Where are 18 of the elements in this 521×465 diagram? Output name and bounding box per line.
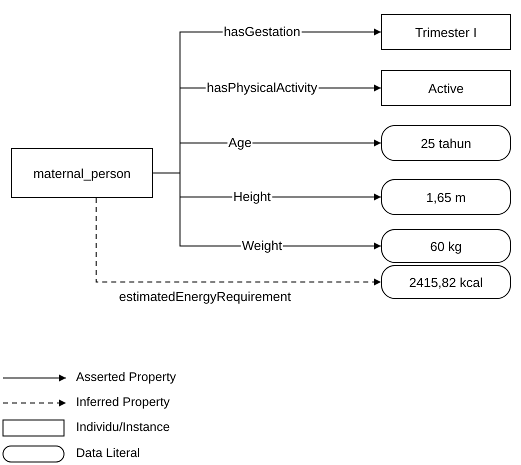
arrow [96,198,382,286]
edge-label: Age [227,136,253,150]
edge-label: Height [232,190,272,204]
legend-label: Inferred Property [76,395,170,409]
instance-box: Trimester I [381,14,511,50]
instance-box: Active [381,70,511,106]
literal-box: 2415,82 kcal [381,265,511,299]
legend-label: Individu/Instance [76,420,170,434]
literal-box: 25 tahun [381,125,511,161]
edge-label: hasPhysicalActivity [206,81,318,95]
edge-label: hasGestation [222,25,302,39]
literal-box: 60 kg [381,229,511,263]
legend-label: Asserted Property [76,370,176,384]
edge-label: estimatedEnergyRequirement [118,290,292,304]
literal-box: 1,65 m [381,179,511,215]
edge-label: Weight [240,239,284,253]
legend-label: Data Literal [76,446,140,460]
instance-box: maternal_person [11,148,153,198]
